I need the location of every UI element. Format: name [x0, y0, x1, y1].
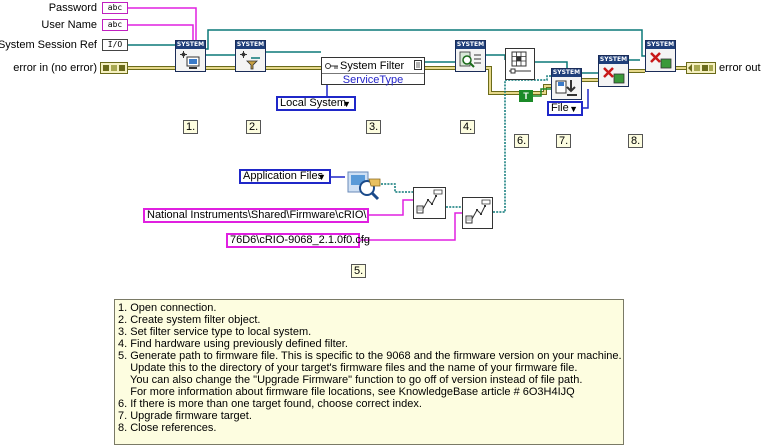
key-icon: [325, 63, 338, 69]
comment-box: 1. Open connection. 2. Create system fil…: [114, 299, 624, 445]
password-label: Password: [48, 2, 97, 14]
node-header: SYSTEM: [646, 41, 675, 49]
create-filter-node[interactable]: SYSTEM: [235, 40, 266, 72]
comment-line: 8. Close references.: [118, 422, 217, 434]
system-filter-create-icon: [240, 51, 260, 70]
step-label-8: 8.: [628, 134, 644, 148]
step-label-1: 1.: [183, 120, 199, 134]
cluster-icon: [103, 65, 125, 71]
system-filter-property-node[interactable]: System Filter ServiceType: [321, 57, 425, 86]
comment-line: 7. Upgrade firmware target.: [118, 410, 252, 422]
comment-line: Update this to the directory of your tar…: [118, 362, 578, 374]
node-header: SYSTEM: [176, 41, 205, 49]
dropdown-arrow-icon: ▼: [342, 99, 351, 109]
special-path-node[interactable]: [347, 170, 381, 202]
chevron-icon: [414, 60, 422, 70]
error-wire: [126, 66, 686, 95]
comment-line: 6. If there is more than one target foun…: [118, 398, 422, 410]
local-system-constant[interactable]: Local System▼: [276, 96, 356, 111]
comment-line: 3. Set filter service type to local syst…: [118, 326, 312, 338]
upgrade-firmware-icon: [555, 80, 577, 96]
upgrade-firmware-node[interactable]: SYSTEM: [551, 68, 582, 100]
node-header: SYSTEM: [552, 69, 581, 77]
error-out-label: error out: [719, 62, 761, 74]
find-hardware-node[interactable]: SYSTEM: [455, 40, 486, 72]
build-path-node-2[interactable]: [462, 197, 493, 229]
dropdown-arrow-icon: ▼: [569, 104, 578, 114]
local-system-value: Local System: [280, 97, 347, 109]
firmware-path-value: National Instruments\Shared\Firmware\cRI…: [147, 209, 367, 221]
build-path-icon: [465, 199, 491, 224]
system-filter-label: System Filter: [340, 60, 405, 72]
node-header: SYSTEM: [456, 41, 485, 49]
open-session-node[interactable]: SYSTEM: [175, 40, 206, 72]
node-header: SYSTEM: [236, 41, 265, 49]
step-label-3: 3.: [366, 120, 382, 134]
string-wire: [128, 7, 462, 241]
firmware-file-constant[interactable]: 76D6\cRIO-9068_2.1.0f0.cfg: [226, 233, 370, 248]
step-label-2: 2.: [246, 120, 262, 134]
comment-line: 2. Create system filter object.: [118, 314, 261, 326]
special-path-icon: [347, 171, 381, 201]
file-constant[interactable]: File▼: [547, 101, 583, 116]
comment-line: 1. Open connection.: [118, 302, 217, 314]
username-terminal[interactable]: abc: [102, 19, 128, 31]
comment-line: You can also change the "Upgrade Firmwar…: [118, 374, 583, 386]
build-path-node-1[interactable]: [413, 187, 446, 219]
close-reference-icon: [603, 67, 625, 84]
boolean-wire: [533, 88, 552, 97]
step-label-6: 6.: [514, 134, 530, 148]
session-terminal[interactable]: I/O: [102, 39, 128, 51]
close-session-icon: [650, 52, 672, 69]
comment-line: 5. Generate path to firmware file. This …: [118, 350, 622, 362]
service-type-label: ServiceType: [322, 73, 424, 86]
cluster-icon: [688, 64, 713, 72]
array-index-icon: [509, 51, 531, 74]
path-wire: [381, 75, 552, 213]
session-label: System Session Ref: [0, 39, 97, 51]
node-header: SYSTEM: [599, 56, 628, 64]
dropdown-arrow-icon: ▼: [317, 172, 326, 182]
error-out-terminal[interactable]: [686, 62, 716, 74]
file-value: File: [551, 102, 569, 114]
step-label-4: 4.: [460, 120, 476, 134]
username-label: User Name: [41, 19, 97, 31]
step-label-7: 7.: [556, 134, 572, 148]
firmware-file-value: 76D6\cRIO-9068_2.1.0f0.cfg: [230, 234, 371, 246]
error-in-label: error in (no error): [13, 62, 97, 74]
application-files-constant[interactable]: Application Files▼: [239, 169, 331, 184]
true-constant[interactable]: T: [519, 90, 533, 102]
firmware-path-constant[interactable]: National Instruments\Shared\Firmware\cRI…: [143, 208, 369, 223]
step-label-5: 5.: [351, 264, 367, 278]
close-reference-node[interactable]: SYSTEM: [598, 55, 629, 87]
password-terminal[interactable]: abc: [102, 2, 128, 14]
close-session-node[interactable]: SYSTEM: [645, 40, 676, 72]
system-find-icon: [459, 51, 481, 68]
comment-line: For more information about firmware file…: [118, 386, 575, 398]
error-in-terminal[interactable]: [100, 62, 128, 74]
system-open-icon: [180, 51, 200, 69]
comment-line: 4. Find hardware using previously define…: [118, 338, 348, 350]
application-files-value: Application Files: [243, 170, 324, 182]
index-array-node[interactable]: [505, 48, 535, 80]
build-path-icon: [416, 189, 443, 214]
